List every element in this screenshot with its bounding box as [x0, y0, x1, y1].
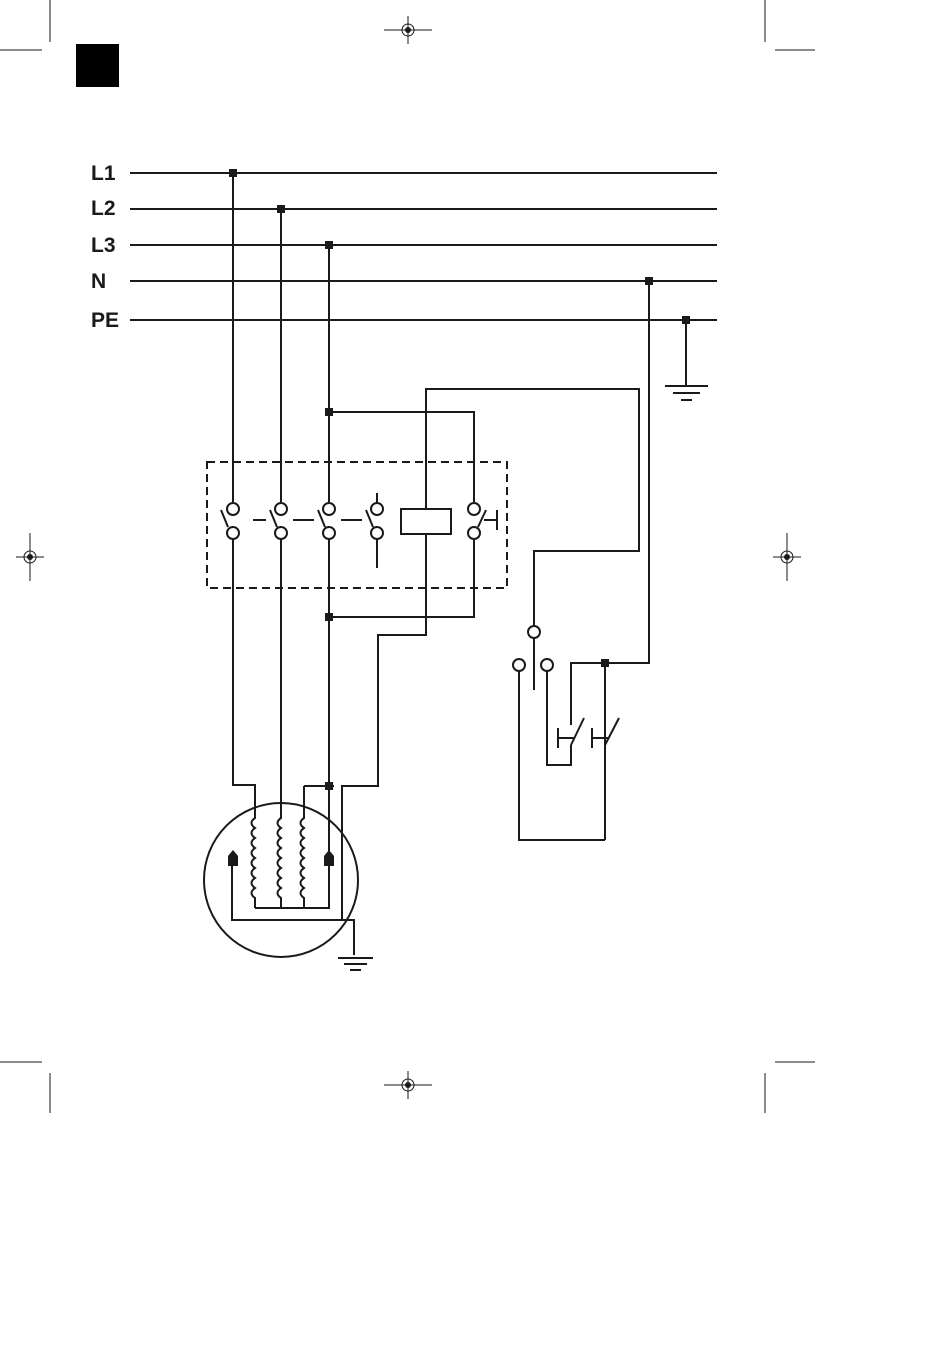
contactor-hold-contact [468, 503, 497, 539]
bus-label-l2: L2 [91, 197, 116, 220]
contactor-enclosure [207, 462, 507, 588]
contactor-pole-l3 [293, 503, 335, 539]
contactor-aux-contact [341, 493, 383, 568]
contactor-pole-l2 [253, 503, 287, 539]
switch-contact-icon [221, 510, 228, 527]
thermal-protector-left [228, 850, 238, 866]
thermal-protector-right [324, 850, 334, 866]
bus-label-l3: L3 [91, 234, 116, 257]
relay-coil-icon [401, 509, 451, 534]
motor-winding-icon [252, 805, 331, 908]
motor [204, 803, 373, 970]
registration-mark-icon [384, 1071, 432, 1099]
bus-bars [130, 173, 717, 320]
ground-symbol-icon [338, 958, 373, 970]
registration-mark-icon [16, 533, 44, 581]
registration-mark-icon [773, 533, 801, 581]
pe-ground [665, 320, 708, 400]
bus-label-n: N [91, 270, 106, 293]
crop-marks [0, 0, 815, 1113]
ground-symbol-icon [665, 386, 708, 400]
bus-label-l1: L1 [91, 162, 116, 185]
phase-wires [233, 173, 334, 805]
contactor-pole-l1 [221, 503, 239, 539]
corner-block [76, 44, 119, 87]
registration-mark-icon [384, 16, 432, 44]
junction-dots [229, 169, 690, 790]
bus-label-pe: PE [91, 309, 119, 332]
